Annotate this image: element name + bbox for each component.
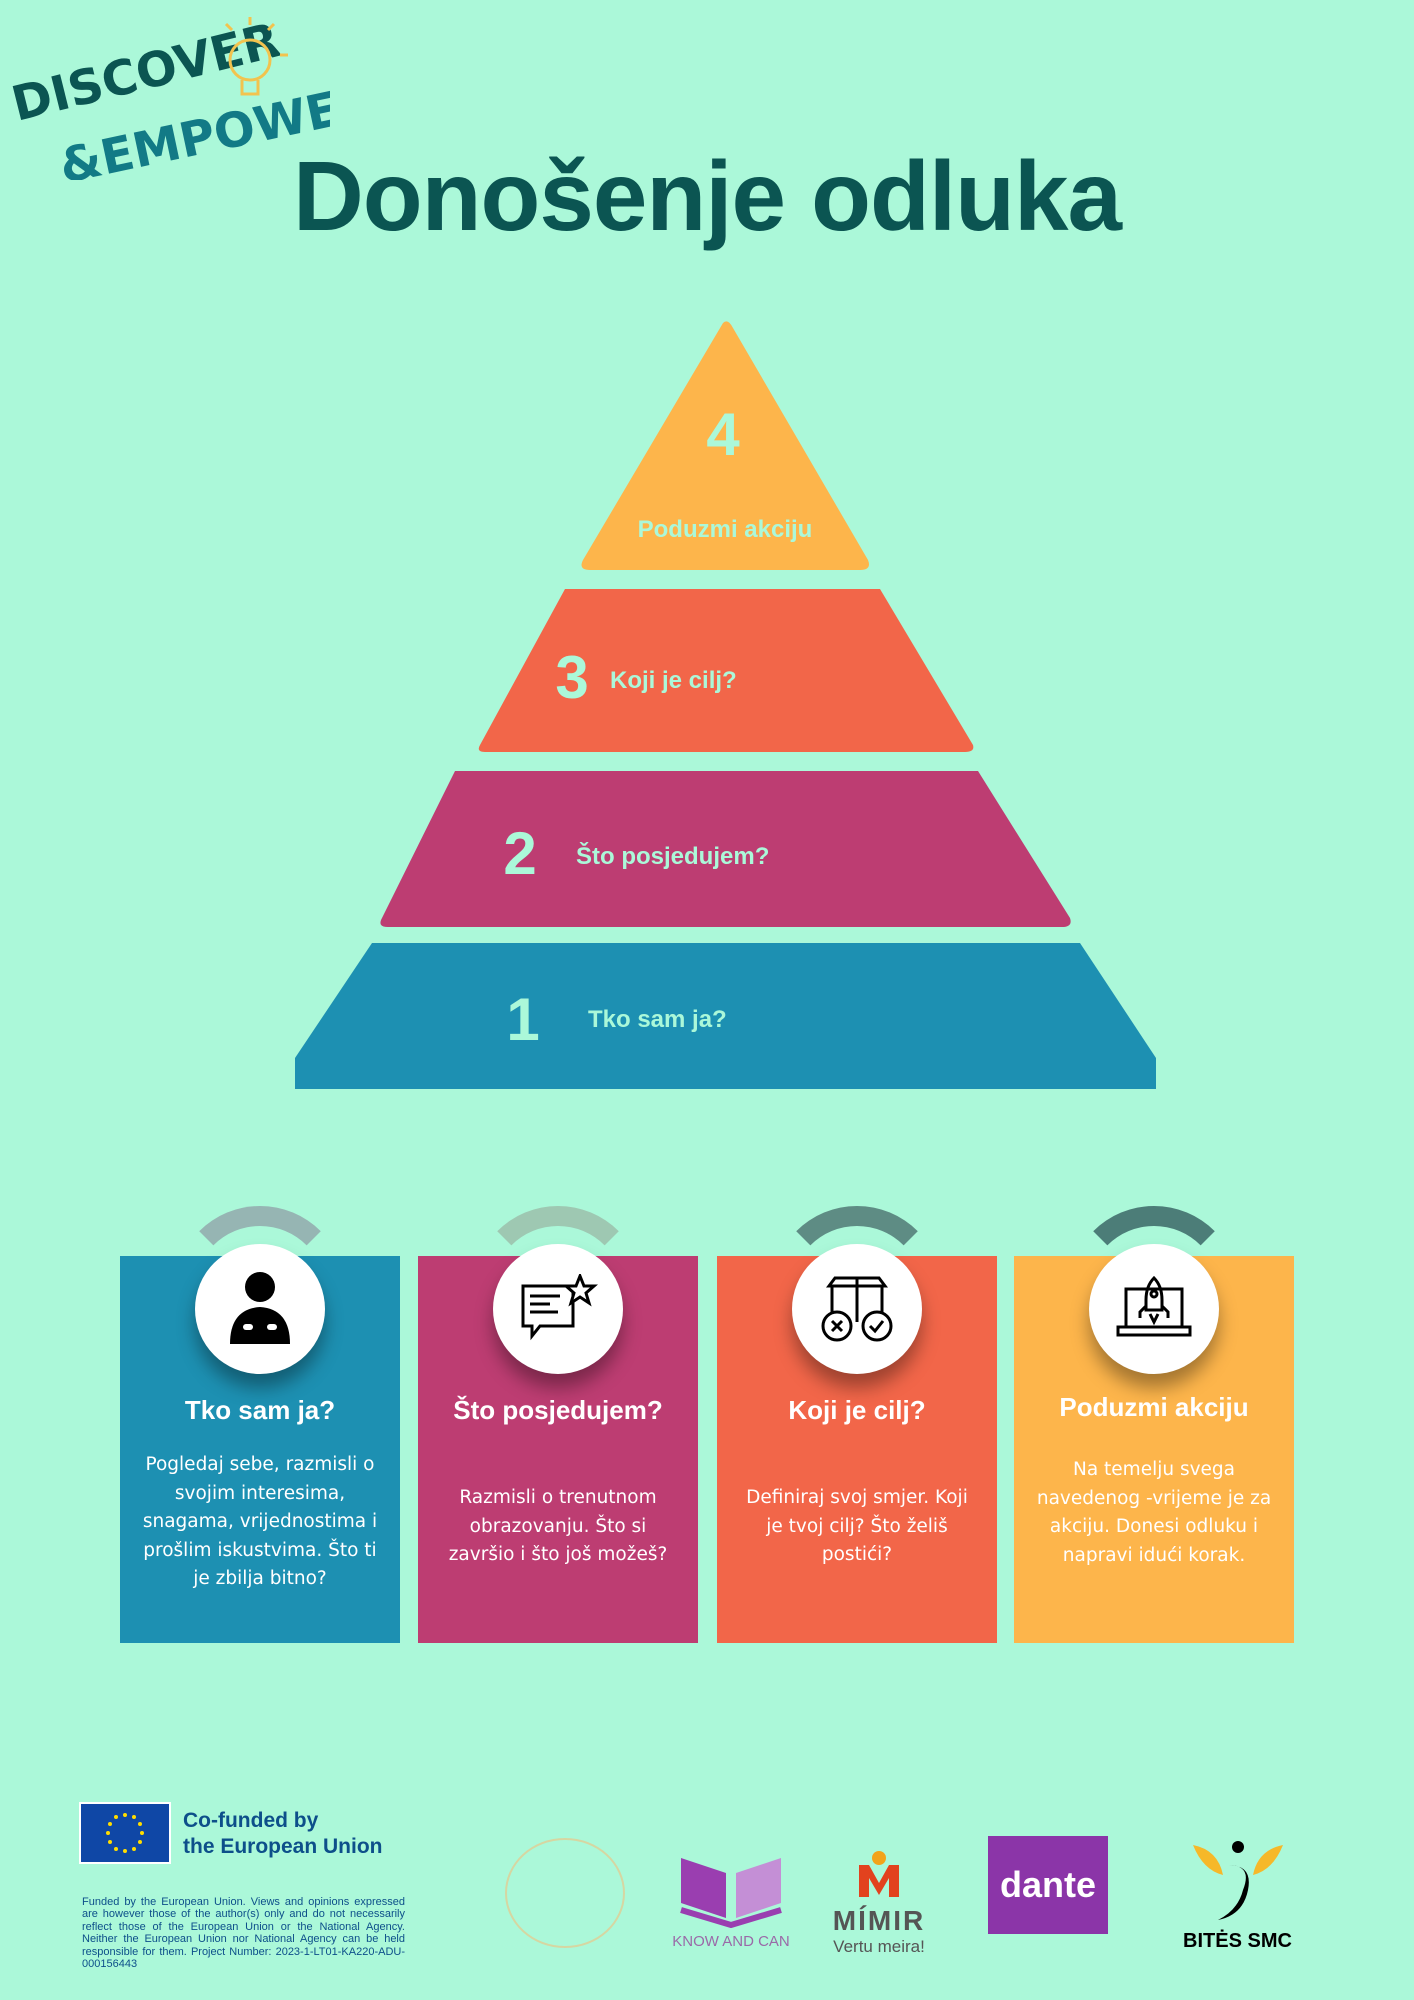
- card-text: Na temelju svega navedenog -vrijeme je z…: [1036, 1459, 1272, 1566]
- level-label: Poduzmi akciju: [638, 516, 813, 543]
- pyramid-level-3: 2 Što posjedujem?: [380, 771, 1071, 927]
- review-star-icon: [493, 1244, 623, 1374]
- level-number: 3: [555, 644, 588, 711]
- person-hands-icon: [195, 1244, 325, 1374]
- decision-icon: [792, 1244, 922, 1374]
- partner-logo-bites-smc: BITĖS SMC: [1170, 1835, 1305, 1953]
- partner-logo-circle: [505, 1838, 625, 1948]
- card-what-i-have: Što posjedujem? Razmisli o trenutnom obr…: [418, 1206, 698, 1643]
- eu-line-2: the European Union: [183, 1835, 383, 1858]
- pyramid-level-4: 4 Poduzmi akciju: [581, 321, 869, 570]
- eu-flag: [79, 1802, 171, 1864]
- rocket-laptop-icon: [1089, 1244, 1219, 1374]
- card-text: Pogledaj sebe, razmisli o svojim interes…: [142, 1454, 378, 1589]
- partner-logo-dante: dante: [988, 1836, 1108, 1934]
- card-title: Koji je cilj?: [788, 1395, 926, 1425]
- level-number: 4: [706, 401, 740, 468]
- partner-name: BITĖS SMC: [1183, 1930, 1292, 1952]
- card-title: Što posjedujem?: [453, 1395, 663, 1425]
- pyramid-level-1: 1 Tko sam ja?: [295, 943, 1156, 1089]
- discover-empower-logo: DISCOVER &EMPOWER: [6, 12, 330, 180]
- partner-logo-mimir: MÍMIR Vertu meira!: [820, 1850, 938, 1957]
- level-label: Koji je cilj?: [610, 667, 737, 694]
- page-title: Donošenje odluka: [292, 141, 1122, 251]
- funding-disclaimer: Funded by the European Union. Views and …: [82, 1896, 405, 1971]
- decision-pyramid: 4 Poduzmi akciju 3 Koji je cilj? 2 Što p…: [295, 321, 1156, 1089]
- eu-line-1: Co-funded by: [183, 1809, 319, 1832]
- card-text: Definiraj svoj smjer. Koji je tvoj cilj?…: [746, 1487, 968, 1565]
- card-title: Poduzmi akciju: [1059, 1392, 1249, 1422]
- level-label: Što posjedujem?: [576, 842, 769, 870]
- level-label: Tko sam ja?: [588, 1006, 727, 1033]
- level-number: 1: [506, 986, 539, 1053]
- card-text: Razmisli o trenutnom obrazovanju. Što si…: [448, 1487, 668, 1565]
- pyramid-level-3: 3 Koji je cilj?: [478, 589, 974, 752]
- partner-name: MÍMIR: [832, 1905, 926, 1936]
- card-take-action: Poduzmi akciju Na temelju svega navedeno…: [1014, 1206, 1294, 1643]
- eu-cofunded-label: Co-funded by the European Union: [183, 1808, 383, 1860]
- card-what-is-goal: Koji je cilj? Definiraj svoj smjer. Koji…: [717, 1206, 997, 1643]
- partner-logo-know-and-can: KNOW AND CAN: [672, 1848, 790, 1950]
- level-number: 2: [503, 820, 536, 887]
- partner-tagline: Vertu meira!: [833, 1937, 925, 1956]
- card-who-am-i: Tko sam ja? Pogledaj sebe, razmisli o sv…: [120, 1206, 400, 1643]
- card-title: Tko sam ja?: [184, 1395, 336, 1425]
- partner-name: KNOW AND CAN: [672, 1933, 790, 1950]
